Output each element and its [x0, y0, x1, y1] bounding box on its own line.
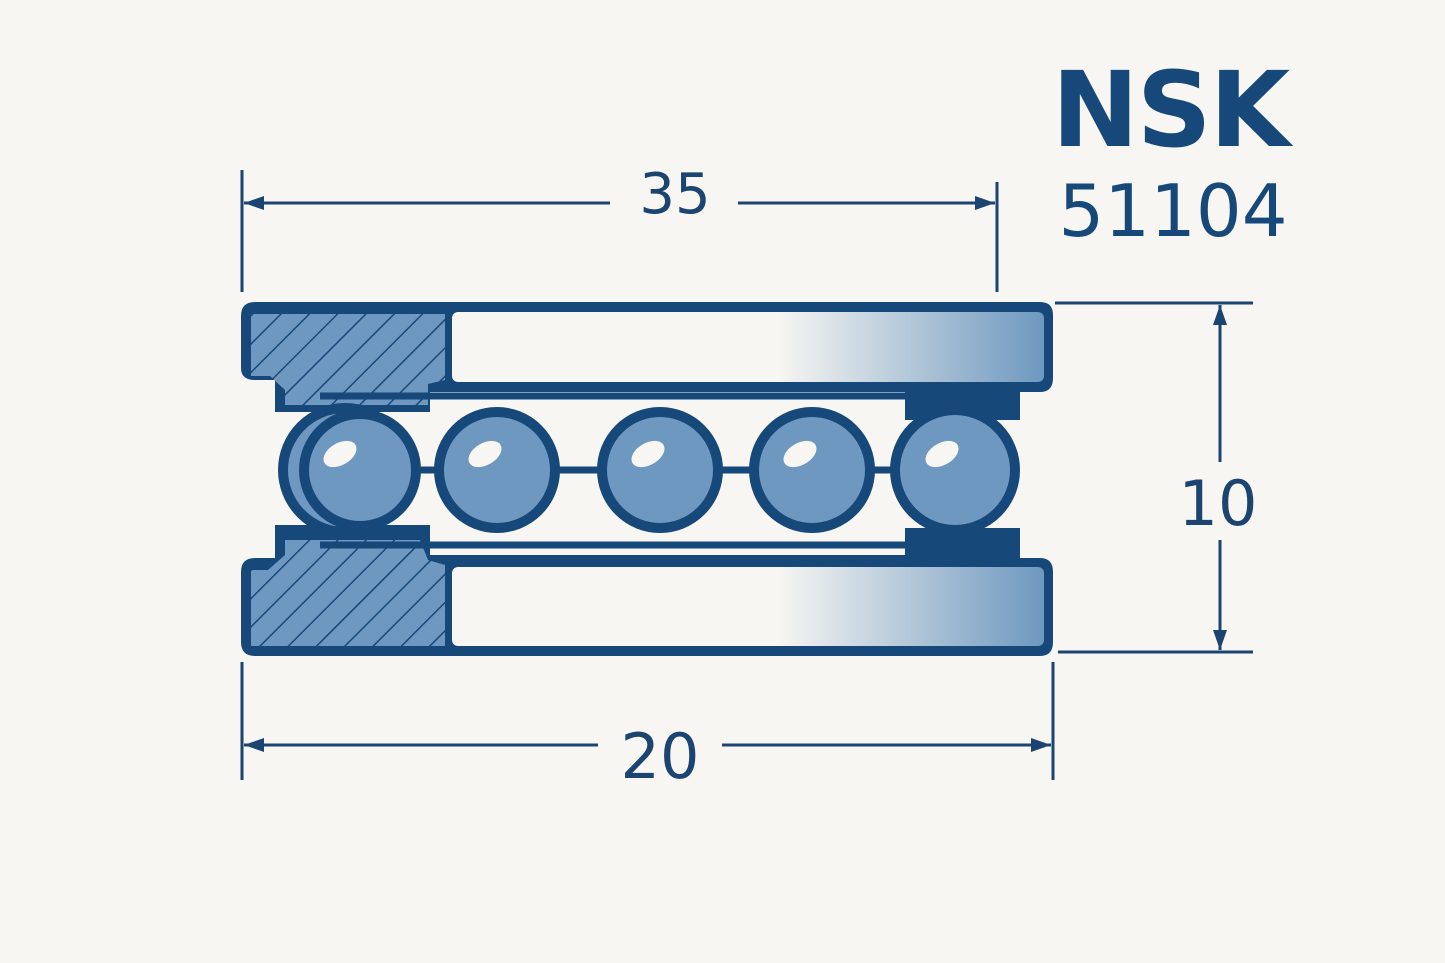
dimension-height: [1055, 301, 1253, 654]
ball: [890, 405, 1020, 535]
dimension-outer-diameter: [240, 170, 999, 292]
ball: [597, 407, 723, 533]
ball: [299, 409, 421, 531]
dimension-label-10: 10: [1179, 467, 1258, 540]
balls: [278, 403, 1020, 537]
ball: [434, 407, 560, 533]
dimension-bore-diameter: [240, 662, 1055, 780]
dimension-label-20: 20: [621, 720, 700, 793]
top-washer-section-hatch: [251, 314, 445, 405]
bottom-washer-section-hatch: [251, 540, 445, 646]
brand-logo: NSK: [1052, 49, 1294, 171]
ball: [749, 407, 875, 533]
top-washer: [241, 302, 1053, 420]
part-number: 51104: [1058, 169, 1287, 253]
bottom-washer: [241, 525, 1053, 656]
dimension-label-35: 35: [639, 162, 710, 227]
